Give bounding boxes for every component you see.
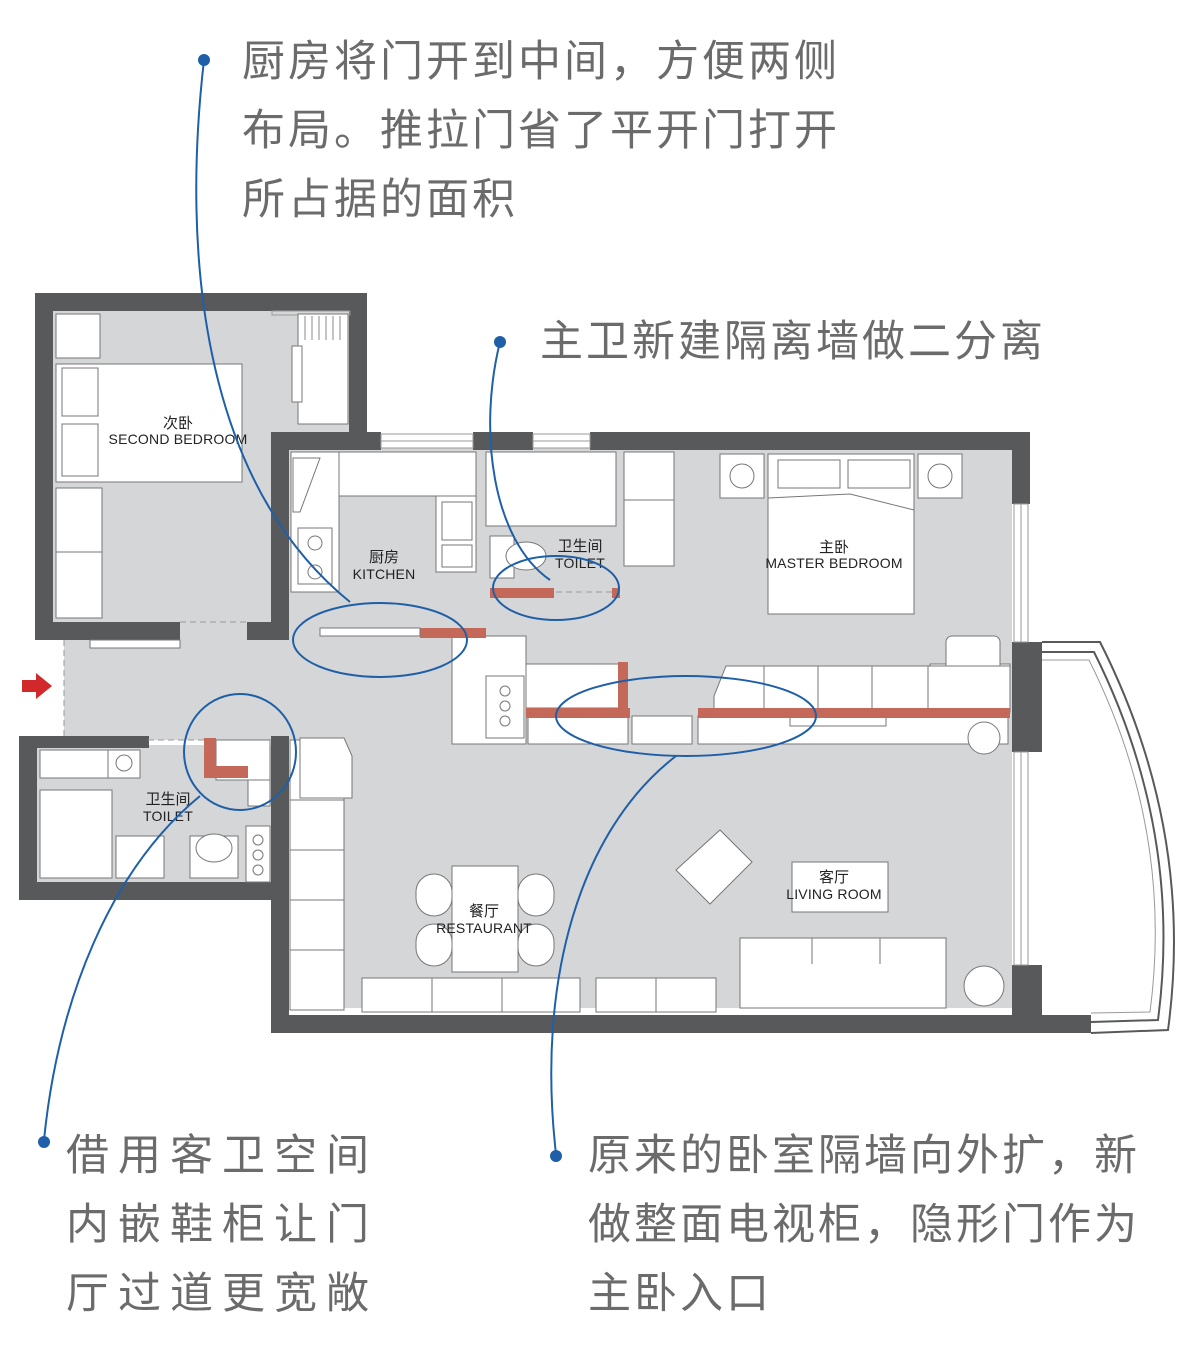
annotation-line: 借用客卫空间 bbox=[66, 1131, 378, 1181]
callout-ellipse-kitchen bbox=[292, 602, 468, 678]
master-bedroom-furniture bbox=[713, 453, 1011, 713]
kitchen-label-en: KITCHEN bbox=[353, 566, 416, 582]
annotation-line: 主卫新建隔离墙做二分离 bbox=[540, 317, 1046, 367]
callout-leader-toilet bbox=[489, 341, 551, 581]
door-openings bbox=[63, 591, 612, 741]
annotation-tv-wall: 原来的卧室隔墙向外扩，新 做整面电视柜，隐形门作为 主卧入口 bbox=[588, 1122, 1140, 1329]
windows bbox=[271, 310, 1029, 966]
living-room-label-en: LIVING ROOM bbox=[786, 886, 882, 902]
annotation-line: 厨房将门开到中间，方便两侧 bbox=[242, 37, 840, 87]
guest-toilet-label-en: TOILET bbox=[143, 808, 193, 824]
kitchen-furniture bbox=[290, 451, 527, 745]
callout-ellipse-tv bbox=[555, 675, 817, 757]
piano-keys bbox=[304, 316, 341, 340]
master-toilet-label-zh: 卫生间 bbox=[557, 538, 602, 555]
second-bedroom-furniture bbox=[55, 313, 349, 619]
callout-ellipse-toilet bbox=[492, 555, 620, 621]
second-bedroom-label-en: SECOND BEDROOM bbox=[109, 431, 248, 447]
restaurant-label-en: RESTAURANT bbox=[436, 920, 532, 936]
annotation-kitchen-door: 厨房将门开到中间，方便两侧 布局。推拉门省了平开门打开 所占据的面积 bbox=[242, 28, 840, 235]
second-bedroom-label-zh: 次卧 bbox=[163, 415, 193, 432]
annotation-line: 布局。推拉门省了平开门打开 bbox=[242, 106, 840, 156]
callout-leader-tv bbox=[550, 755, 677, 1155]
guest-toilet-label-zh: 卫生间 bbox=[145, 791, 190, 808]
tv-cabinet bbox=[525, 663, 1009, 755]
sliding-doors bbox=[89, 627, 421, 649]
annotation-line: 厅过道更宽敞 bbox=[66, 1269, 378, 1319]
dining-living-furniture bbox=[289, 737, 1005, 1013]
annotation-master-toilet: 主卫新建隔离墙做二分离 bbox=[540, 308, 1046, 377]
annotation-line: 做整面电视柜，隐形门作为 bbox=[588, 1200, 1140, 1250]
annotation-line: 内嵌鞋柜让门 bbox=[66, 1200, 378, 1250]
master-toilet-furniture bbox=[485, 451, 675, 579]
callout-dots bbox=[38, 54, 562, 1162]
entrance-arrow-icon bbox=[22, 673, 52, 699]
room-labels: 次卧 SECOND BEDROOM 厨房 KITCHEN 卫生间 TOILET … bbox=[109, 415, 903, 936]
callout-ellipse-shoe bbox=[183, 693, 297, 811]
annotation-line: 所占据的面积 bbox=[242, 175, 518, 225]
living-room-label-zh: 客厅 bbox=[819, 869, 849, 886]
callout-leader-shoe bbox=[43, 795, 201, 1141]
walls bbox=[19, 293, 1091, 1033]
annotation-line: 原来的卧室隔墙向外扩，新 bbox=[588, 1131, 1140, 1181]
balcony bbox=[1042, 641, 1175, 1034]
master-bedroom-label-zh: 主卧 bbox=[819, 539, 849, 556]
master-bedroom-label-en: MASTER BEDROOM bbox=[765, 555, 902, 571]
callout-leader-kitchen bbox=[195, 59, 351, 603]
callouts bbox=[43, 59, 817, 1155]
annotation-shoe-cabinet: 借用客卫空间 内嵌鞋柜让门 厅过道更宽敞 bbox=[66, 1122, 378, 1329]
kitchen-label-zh: 厨房 bbox=[369, 549, 399, 566]
new-walls bbox=[204, 588, 1010, 778]
restaurant-label-zh: 餐厅 bbox=[469, 903, 499, 920]
annotation-line: 主卧入口 bbox=[588, 1269, 772, 1319]
master-toilet-label-en: TOILET bbox=[555, 555, 605, 571]
